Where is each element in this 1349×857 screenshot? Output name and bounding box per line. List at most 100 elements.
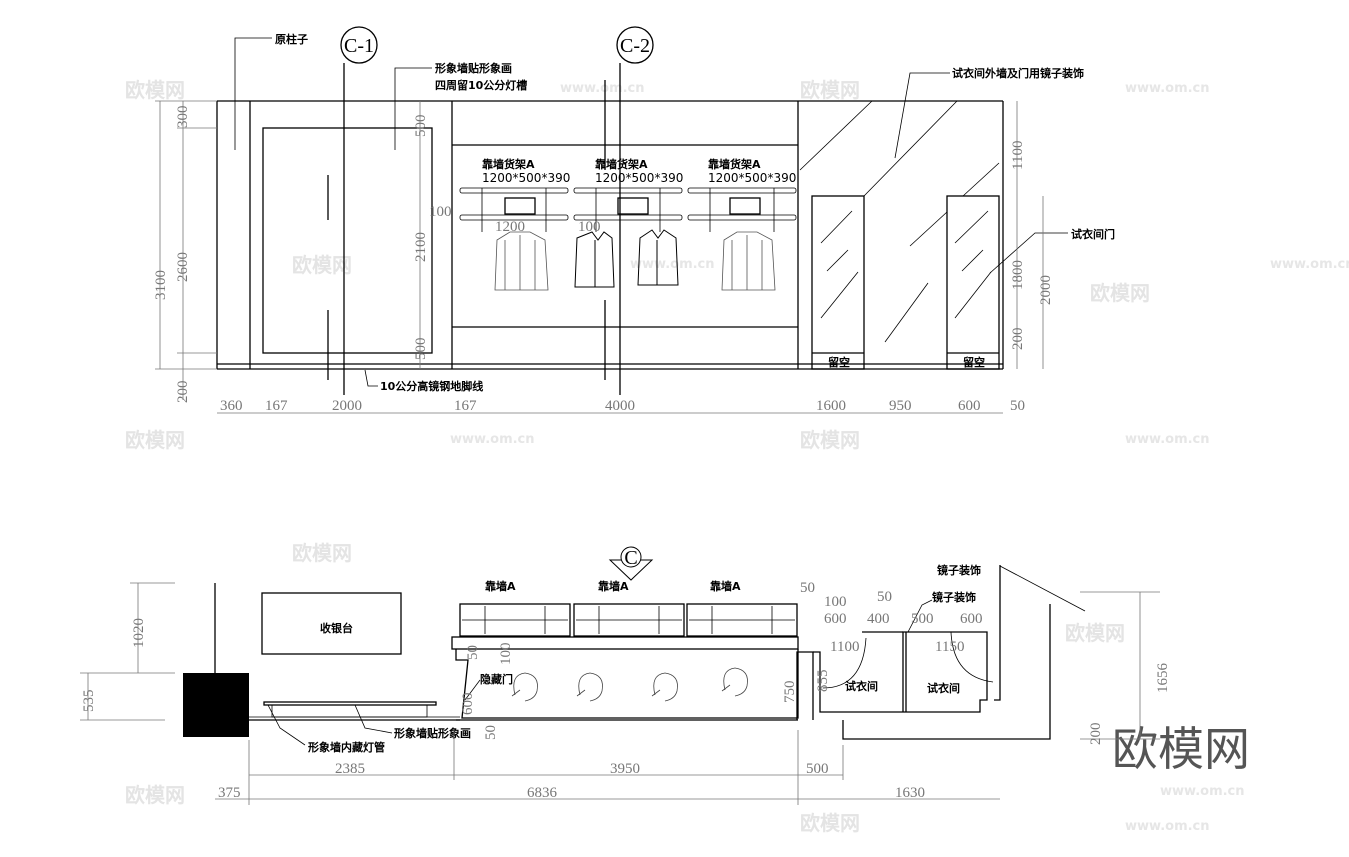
label-hidden-door: 隐藏门 bbox=[480, 672, 513, 686]
column-block bbox=[183, 673, 249, 737]
shelf-spec: 1200*500*390 bbox=[482, 171, 570, 185]
dimension-label: 1800 bbox=[1010, 260, 1026, 290]
watermark: www.om.cn bbox=[1125, 819, 1210, 834]
shelf-label: 靠墙A bbox=[598, 579, 629, 593]
section-mark-c2: C-2 bbox=[616, 26, 654, 395]
jacket bbox=[574, 231, 615, 288]
dimension-label: 2600 bbox=[175, 252, 191, 282]
dimension-label: 50 bbox=[1010, 398, 1025, 414]
label-void: 留空 bbox=[828, 355, 850, 369]
dimension-label: 1100 bbox=[1010, 141, 1026, 170]
dimension-label: 600 bbox=[460, 693, 476, 716]
fitting-door bbox=[946, 195, 1000, 370]
dimension-label: 4000 bbox=[605, 398, 635, 414]
label-fitting-room: 试衣间 bbox=[927, 681, 960, 695]
watermark-large: 欧模网 bbox=[1112, 722, 1250, 776]
image-wall-painting bbox=[263, 701, 437, 706]
dimension-label: 500 bbox=[413, 338, 429, 361]
dimension-label: 200 bbox=[175, 381, 191, 404]
dimension-label: 1020 bbox=[131, 618, 147, 648]
dimension-label: 50 bbox=[877, 589, 892, 605]
dimension-label: 50 bbox=[800, 580, 815, 596]
cashier-counter bbox=[261, 592, 402, 655]
plan-dimensions: 1020 535 50 100 600 50 50 100 50 600 400… bbox=[80, 580, 1171, 805]
shelf-name: 靠墙货架A bbox=[482, 157, 535, 171]
watermark: www.om.cn bbox=[1160, 784, 1245, 799]
label-cashier: 收银台 bbox=[320, 621, 353, 635]
dimension-label: 50 bbox=[483, 725, 499, 740]
label-fitting-room: 试衣间 bbox=[845, 679, 878, 693]
dimension-label: 2000 bbox=[1038, 275, 1054, 305]
wall-shelf-unit: 靠墙货架A 1200*500*390 bbox=[459, 157, 570, 232]
dimension-label: 1150 bbox=[935, 639, 964, 655]
shelf-spec: 1200*500*390 bbox=[708, 171, 796, 185]
dimension-label: 6836 bbox=[527, 785, 558, 801]
hanging-clothes bbox=[721, 231, 776, 291]
dimension-label: 500 bbox=[806, 761, 829, 777]
elevation-view: C-1 C-2 靠墙货架A 1200*500*390 靠墙货架A 1200*50… bbox=[153, 26, 1115, 414]
dimension-label: 1200 bbox=[495, 219, 525, 235]
wall-shelf-unit: 靠墙货架A 1200*500*390 bbox=[687, 157, 797, 232]
watermark: www.om.cn bbox=[560, 81, 645, 96]
dimension-label: 2100 bbox=[413, 232, 429, 262]
label-void: 留空 bbox=[963, 355, 985, 369]
label-light-slot: 四周留10公分灯槽 bbox=[435, 78, 527, 92]
elevation-dimensions: 3100 300 2600 200 500 2100 500 100 1200 … bbox=[153, 100, 1054, 414]
section-mark-c: C bbox=[608, 546, 654, 581]
watermark: www.om.cn bbox=[1125, 81, 1210, 96]
watermark: 欧模网 bbox=[125, 783, 185, 807]
dimension-label: 1600 bbox=[816, 398, 846, 414]
plan-shelves: 靠墙A 靠墙A 靠墙A bbox=[459, 579, 798, 637]
watermark: 欧模网 bbox=[800, 428, 860, 452]
fitting-door bbox=[811, 195, 865, 370]
label-fitting-door: 试衣间门 bbox=[1071, 227, 1115, 241]
watermark: 欧模网 bbox=[292, 253, 352, 277]
dimension-label: 600 bbox=[960, 611, 983, 627]
dimension-label: 500 bbox=[413, 115, 429, 138]
dimension-label: 360 bbox=[220, 398, 243, 414]
watermark: 欧模网 bbox=[292, 541, 352, 565]
dimension-label: 2000 bbox=[332, 398, 362, 414]
fitting-rooms-plan: 试衣间 试衣间 bbox=[796, 565, 1086, 740]
jacket bbox=[637, 229, 679, 286]
dimension-label: 1656 bbox=[1155, 663, 1171, 694]
watermark: 欧模网 bbox=[800, 811, 860, 835]
plan-view: 收银台 靠墙A 靠墙A 靠墙A C bbox=[80, 546, 1171, 805]
dimension-label: 3100 bbox=[153, 270, 169, 300]
dimension-label: 50 bbox=[465, 645, 481, 660]
shelf-label: 靠墙A bbox=[485, 579, 516, 593]
watermark: 欧模网 bbox=[1065, 621, 1125, 645]
dimension-label: 167 bbox=[454, 398, 477, 414]
dimension-label: 600 bbox=[958, 398, 981, 414]
dimension-label: 500 bbox=[911, 611, 934, 627]
dimension-label: 375 bbox=[218, 785, 241, 801]
shelf-name: 靠墙货架A bbox=[708, 157, 761, 171]
watermark: www.om.cn bbox=[450, 432, 535, 447]
section-mark-c1: C-1 bbox=[340, 26, 378, 395]
watermark: 欧模网 bbox=[125, 78, 185, 102]
label-column: 原柱子 bbox=[275, 32, 308, 46]
shelf-name: 靠墙货架A bbox=[595, 157, 648, 171]
watermark: 欧模网 bbox=[800, 78, 860, 102]
dimension-label: 950 bbox=[889, 398, 912, 414]
hanging-clothes bbox=[494, 231, 549, 291]
dimension-label: 100 bbox=[429, 204, 452, 220]
label-mirror-wall: 试衣间外墙及门用镜子装饰 bbox=[952, 66, 1084, 80]
wall-shelf-unit: 靠墙货架A 1200*500*390 bbox=[573, 157, 683, 232]
mannequin-figures bbox=[511, 667, 748, 702]
watermark: 欧模网 bbox=[125, 428, 185, 452]
label-hidden-light: 形象墙内藏灯管 bbox=[308, 740, 385, 754]
label-mirror-decor: 镜子装饰 bbox=[937, 563, 981, 577]
dimension-label: 300 bbox=[175, 106, 191, 129]
plan-annotations: 形象墙内藏灯管 形象墙贴形象画 隐藏门 镜子装饰 镜子装饰 bbox=[267, 563, 981, 754]
dimension-label: 200 bbox=[1088, 723, 1104, 746]
dimension-label: 100 bbox=[824, 594, 847, 610]
fitting-room-elevation: 留空 留空 bbox=[799, 100, 1000, 370]
dimension-label: 1630 bbox=[895, 785, 925, 801]
dimension-label: 1100 bbox=[830, 639, 859, 655]
dimension-label: 3950 bbox=[610, 761, 640, 777]
section-mark-label: C-1 bbox=[344, 35, 374, 57]
annotations: 原柱子 形象墙贴形象画 四周留10公分灯槽 试衣间外墙及门用镜子装饰 试衣间门 … bbox=[234, 32, 1115, 393]
label-image-wall-painting: 形象墙贴形象画 bbox=[394, 726, 471, 740]
